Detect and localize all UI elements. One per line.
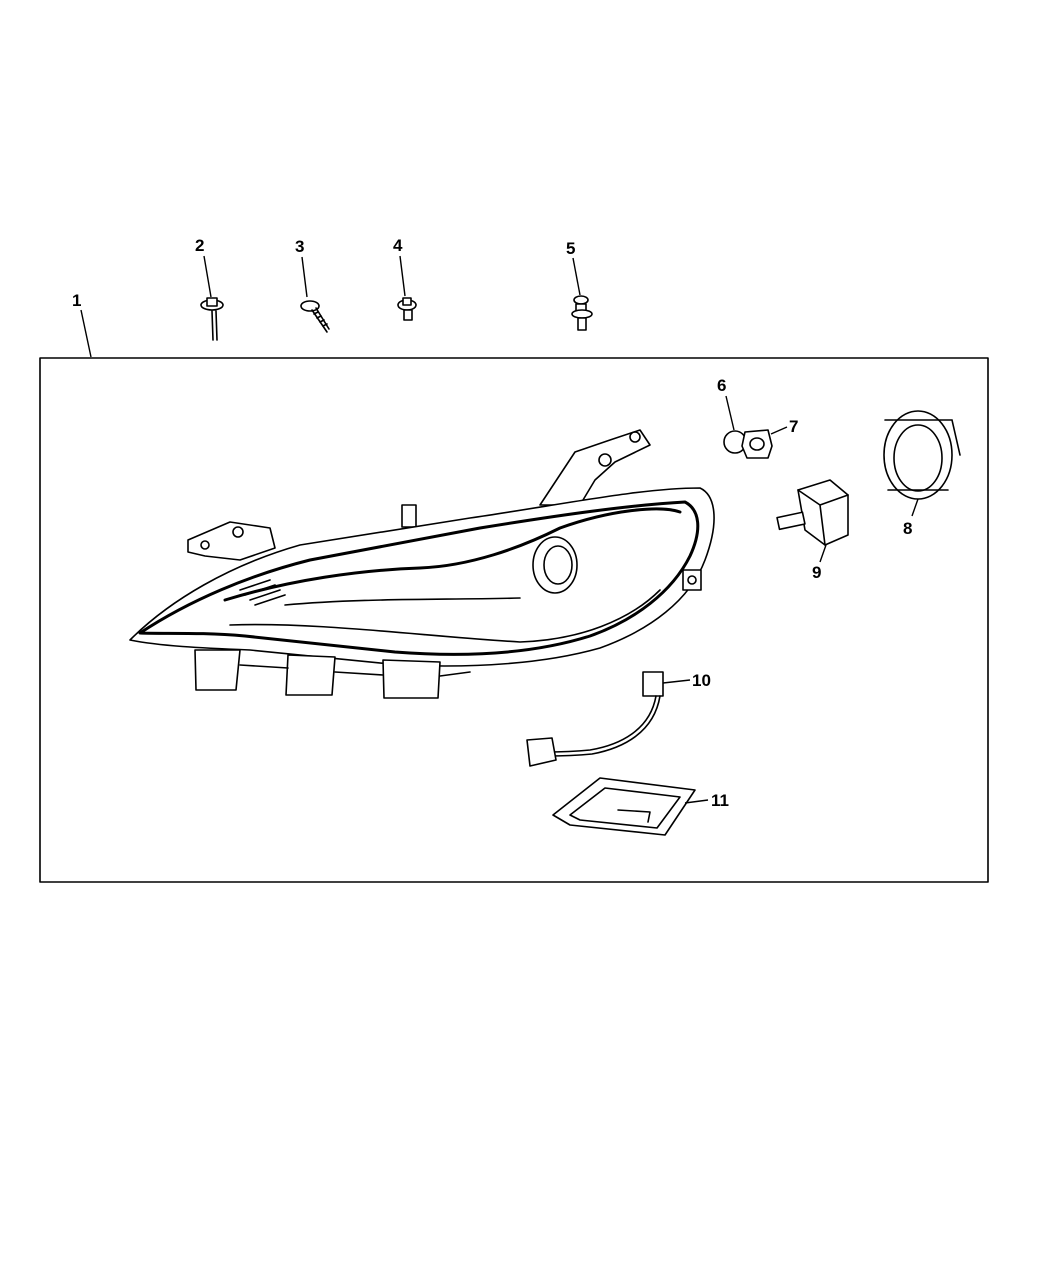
callout-6: 6 [717,376,726,395]
callout-5: 5 [566,239,575,258]
assembly-frame [39,357,989,883]
part-5-fastener [571,257,593,331]
callout-11: 11 [711,791,729,810]
part-9-hid-bulb [776,479,849,563]
callout-2: 2 [195,236,204,255]
part-4-bolt [397,255,417,321]
callout-1: 1 [72,291,81,310]
callout-9: 9 [812,563,821,582]
part-3-screw [300,256,330,333]
callout-10: 10 [692,671,711,690]
part-7-socket [741,426,788,459]
part-11-ballast [552,777,709,836]
leader-1 [80,309,92,358]
part-8-retainer [883,410,961,517]
part-1-headlamp [129,429,715,699]
part-2-bolt [200,255,224,341]
part-10-wire-harness [526,671,691,767]
callout-4: 4 [393,236,403,255]
callout-8: 8 [903,519,912,538]
callout-3: 3 [295,237,304,256]
callout-7: 7 [789,417,798,436]
